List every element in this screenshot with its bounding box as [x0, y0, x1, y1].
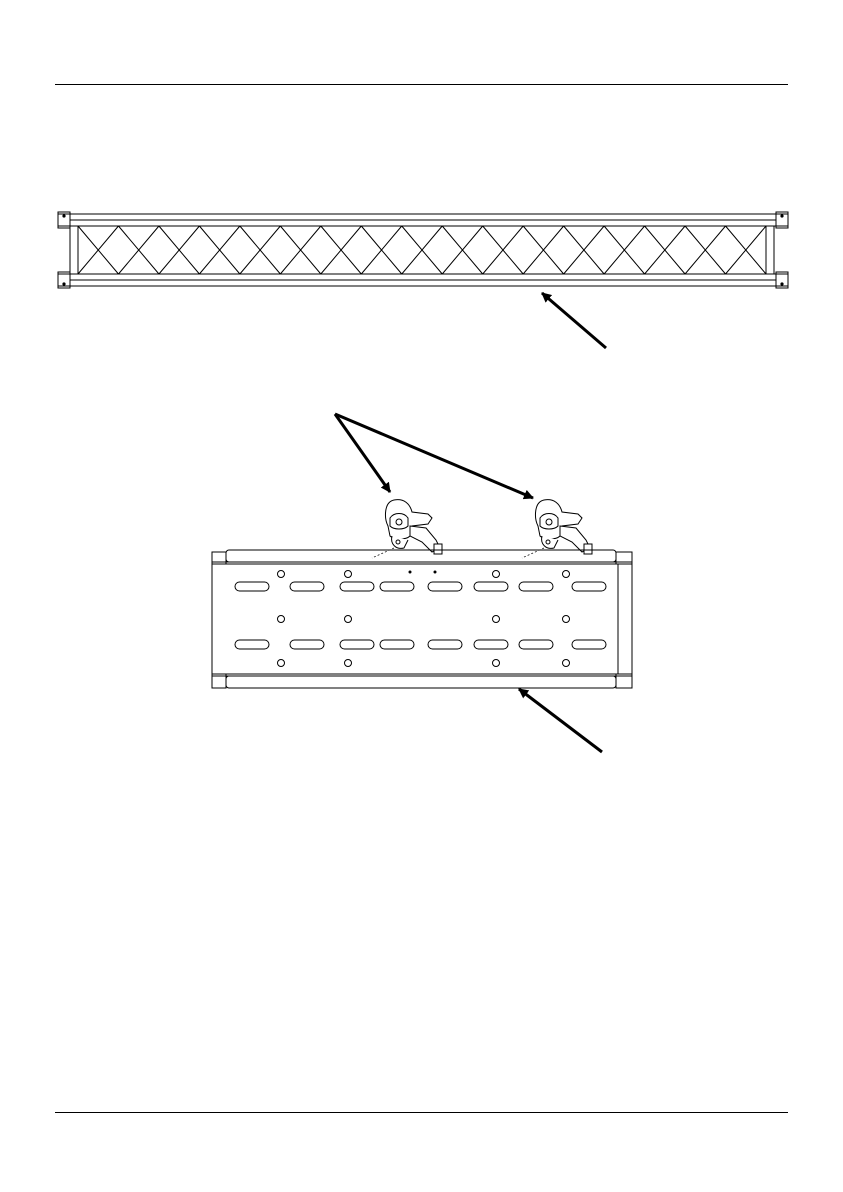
plate-top-rail [226, 550, 616, 562]
plate-slot [235, 582, 269, 591]
half-coupler-clamp-icon [522, 500, 592, 558]
plate-slot [572, 640, 606, 649]
plate-hole [563, 571, 570, 578]
plate-bottom-rail [226, 676, 616, 688]
plate-hole [493, 660, 500, 667]
truss-end-post-left [70, 226, 78, 274]
half-coupler-clamp-icon [372, 500, 442, 558]
plate-slot [519, 640, 553, 649]
truss-lattice [78, 226, 766, 274]
truss-end-post-right [766, 226, 774, 274]
plate-slot [340, 582, 374, 591]
plate-slot [428, 582, 462, 591]
plate-hole [493, 571, 500, 578]
plate-hole [278, 616, 285, 623]
mounting-plate-icon [0, 490, 843, 700]
plate-hole-grid [278, 571, 570, 667]
plate-hole [278, 660, 285, 667]
plate-slot [340, 640, 374, 649]
plate-hole [345, 616, 352, 623]
plate-slot [380, 582, 414, 591]
header-rule [55, 84, 788, 85]
plate-slot [235, 640, 269, 649]
plate-slot [428, 640, 462, 649]
plate-slot [290, 582, 324, 591]
plate-hole [563, 660, 570, 667]
plate-hole [345, 571, 352, 578]
plate-slot-grid [235, 582, 606, 649]
plate-hole [493, 616, 500, 623]
plate-slot [519, 582, 553, 591]
plate-hole [563, 616, 570, 623]
plate-slot [572, 582, 606, 591]
plate-slot [290, 640, 324, 649]
plate-slot [380, 640, 414, 649]
footer-rule [55, 1112, 788, 1113]
plate-slot [474, 582, 508, 591]
pointer-arrow-icon [542, 293, 606, 348]
plate-slot [474, 640, 508, 649]
plate-hole [278, 571, 285, 578]
plate-hole [345, 660, 352, 667]
